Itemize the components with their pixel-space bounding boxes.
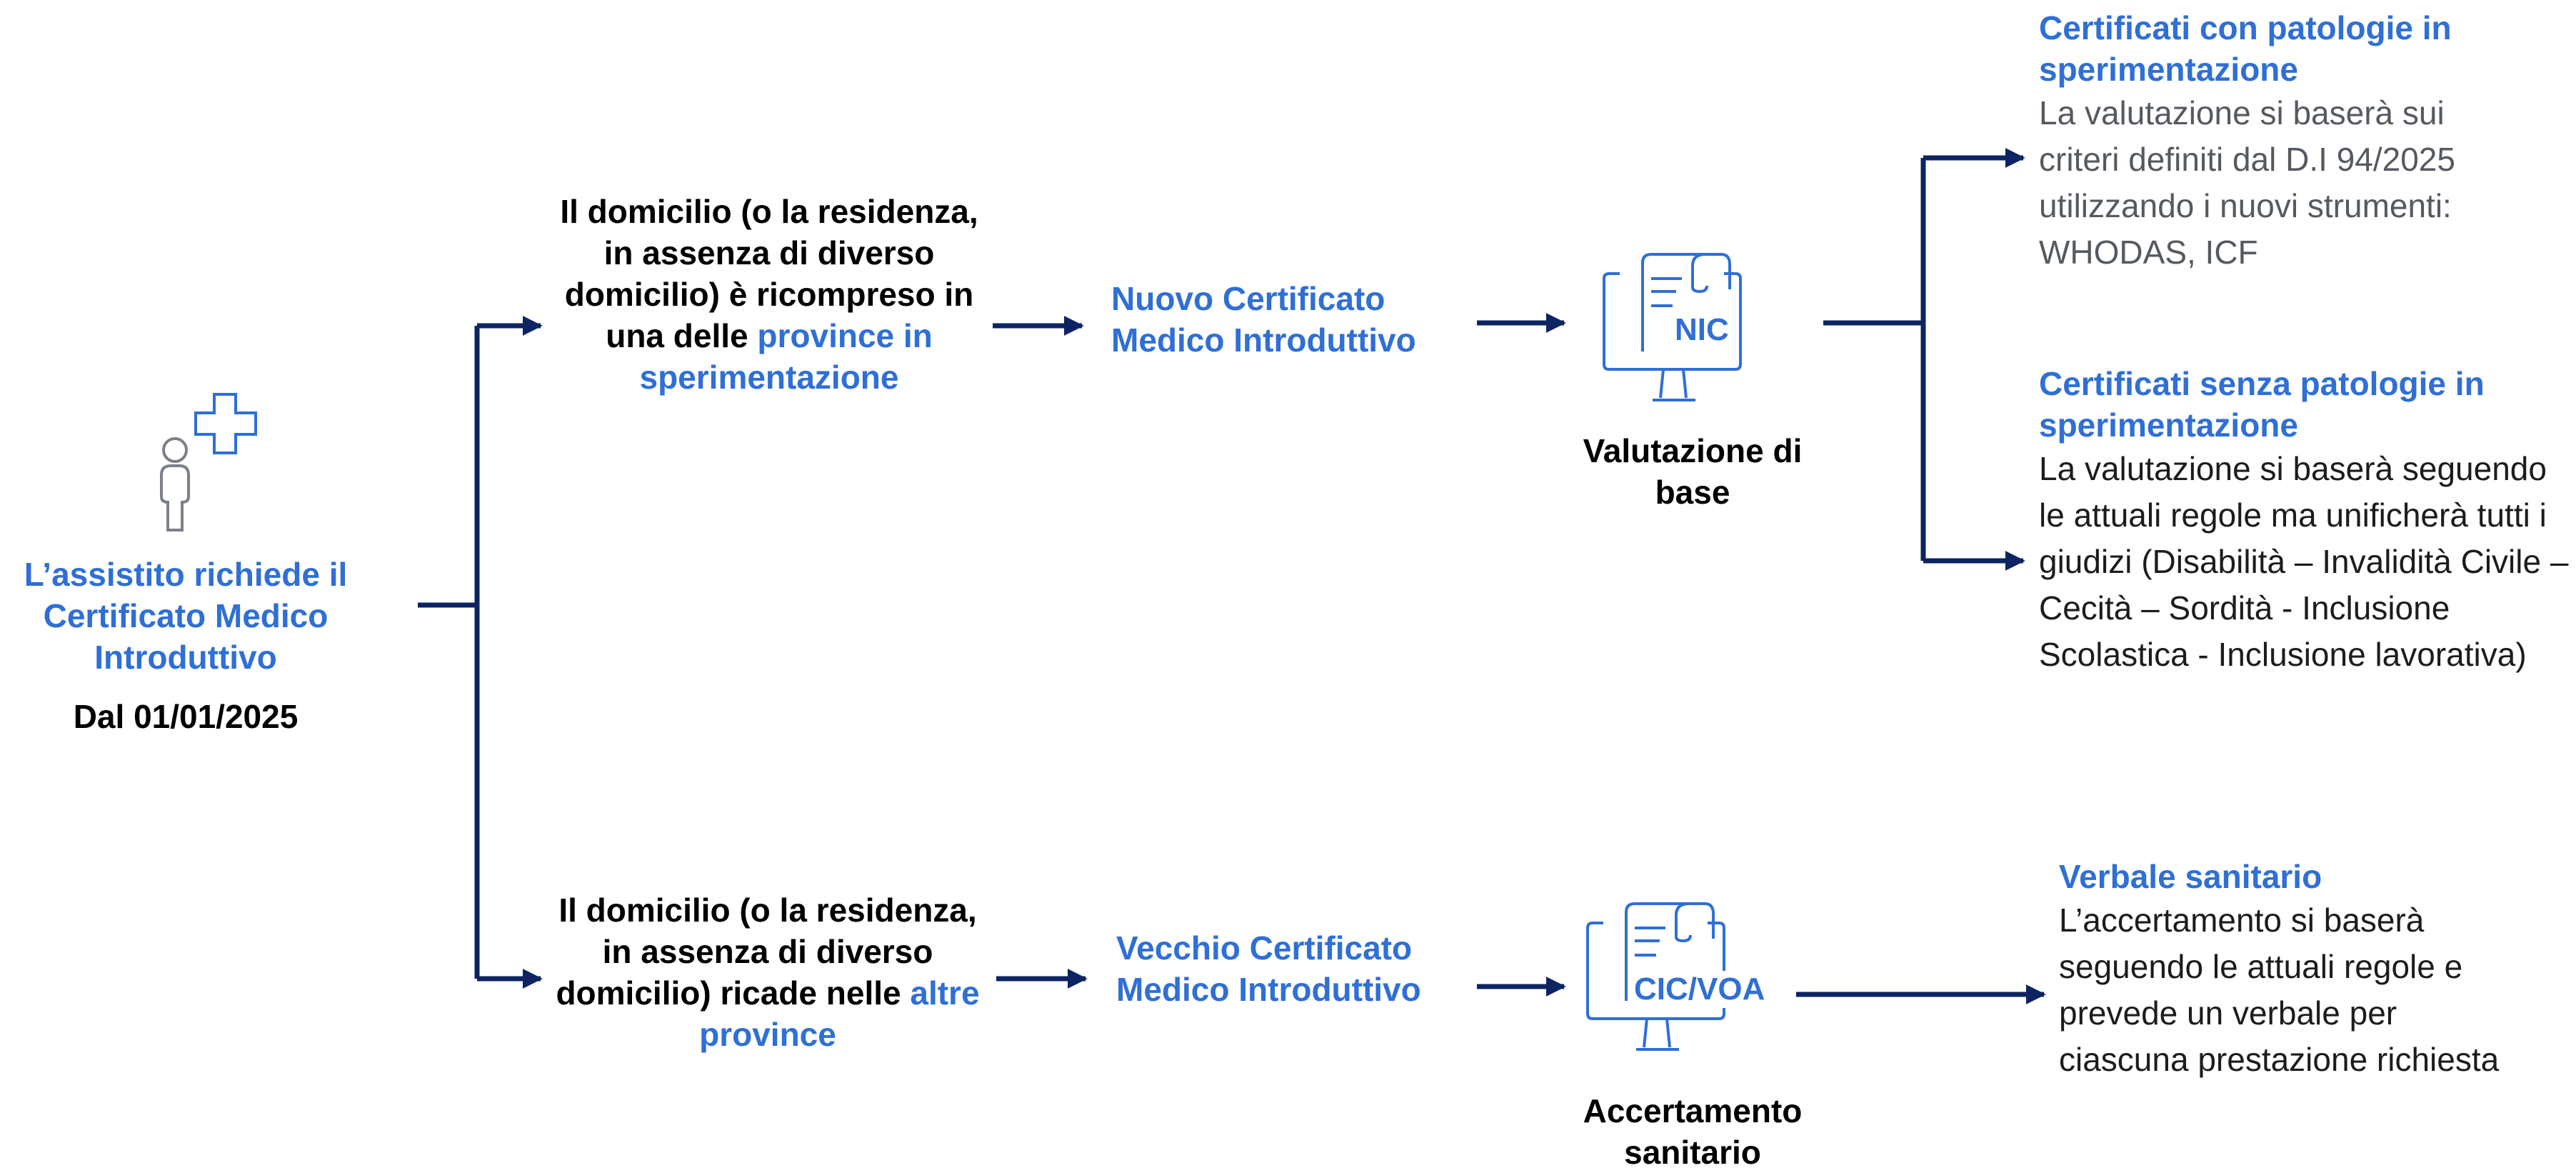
person-with-plus-icon [160,437,190,531]
outcome-without-pathologies: Certificati senza patologie in speriment… [2039,363,2576,678]
outcome-title: Certificati con patologie in sperimentaz… [2039,9,2452,88]
top-condition-highlight: province in sperimentazione [639,317,933,396]
accertamento-label: Accertamento sanitario [1583,1092,1803,1171]
outcome-verbale: Verbale sanitario L’accertamento si base… [2059,856,2559,1083]
outcome-title: Verbale sanitario [2059,858,2322,895]
monitor-document-icon [1603,253,1742,401]
outcome-description: La valutazione si baserà sui criteri def… [2039,94,2455,271]
start-title: L’assistito richiede il Certificato Medi… [24,556,348,676]
monitor-document-icon [1586,902,1725,1051]
nic-system-label: NIC [1675,312,1729,347]
bottom-condition-highlight: altre province [699,974,980,1053]
bottom-condition: Il domicilio (o la residenza, in assenza… [550,889,986,1055]
start-date: Dal 01/01/2025 [73,698,299,735]
bottom-condition-lead: Il domicilio (o la residenza, in assenza… [556,892,977,1012]
cic-system-label: CIC/VOA [1633,971,1767,1008]
valutazione-label: Valutazione di base [1583,432,1803,511]
top-condition: Il domicilio (o la residenza, in assenza… [558,191,980,398]
new-certificate-label: Nuovo Certificato Medico Introduttivo [1111,280,1416,359]
outcome-title: Certificati senza patologie in speriment… [2039,365,2485,444]
old-certificate-label: Vecchio Certificato Medico Introduttivo [1116,929,1421,1008]
plus-icon [194,393,257,454]
top-condition-lead: Il domicilio (o la residenza, in assenza… [560,193,978,354]
outcome-description: L’accertamento si baserà seguendo le att… [2059,902,2500,1078]
outcome-with-pathologies: Certificati con patologie in sperimentaz… [2039,7,2553,276]
outcome-description: La valutazione si baserà seguendo le att… [2039,450,2569,673]
